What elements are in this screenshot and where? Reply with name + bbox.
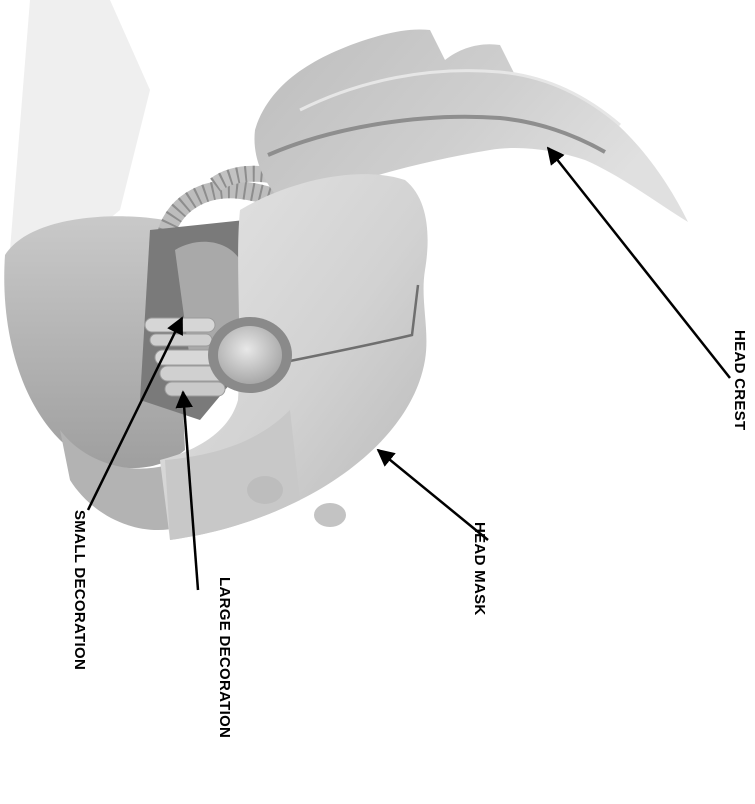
small-decoration-label: SMALL DECORATION (70, 510, 88, 670)
head-crest-label: HEAD CREST (730, 330, 748, 431)
chin-bump (314, 503, 346, 527)
chin-bump (247, 476, 283, 504)
side-dome-inner (218, 326, 282, 384)
large-decoration-label: LARGE DECORATION (215, 577, 233, 738)
head-mask-label: HEAD MASK (470, 522, 488, 616)
